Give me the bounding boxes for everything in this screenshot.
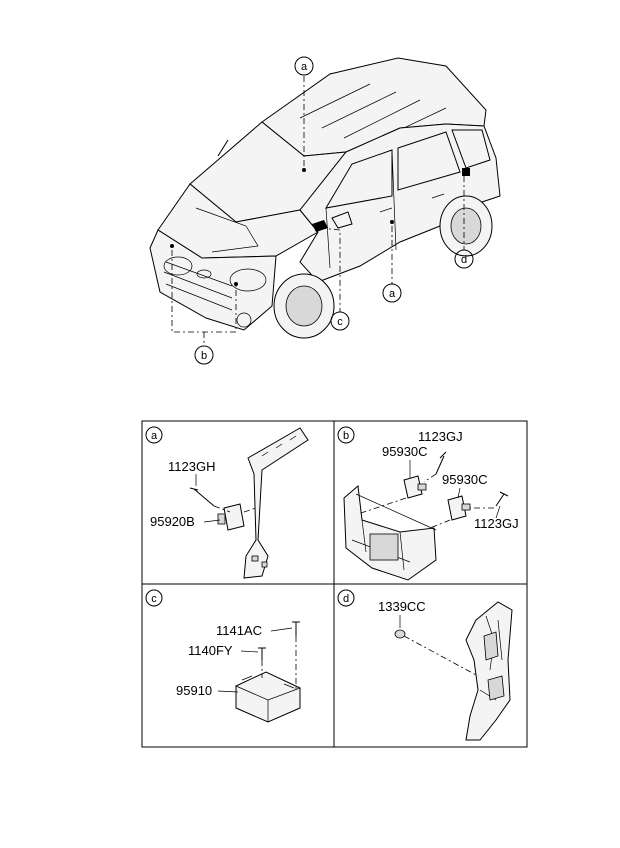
callout-a-side: a	[382, 283, 402, 303]
panel-d: d 1339CC	[337, 589, 513, 741]
part-label-1140FY: 1140FY	[188, 643, 233, 658]
callout-c: c	[330, 311, 350, 331]
part-label-1339CC: 1339CC	[378, 599, 426, 614]
detail-grid	[141, 420, 528, 748]
part-label-1123GJ-top: 1123GJ	[418, 429, 463, 444]
part-label-95910: 95910	[176, 683, 212, 698]
panel-a: a 1123GH 95920B	[145, 426, 309, 579]
svg-text:d: d	[461, 254, 467, 266]
panel-a-tag: a	[151, 430, 158, 442]
panel-c-tag: c	[151, 593, 157, 605]
callout-d: d	[454, 249, 474, 269]
svg-text:a: a	[389, 288, 396, 300]
part-label-1141AC: 1141AC	[216, 623, 262, 638]
svg-text:c: c	[337, 316, 343, 328]
part-label-1123GJ-bottom: 1123GJ	[474, 516, 519, 531]
callout-a-top: a	[294, 56, 314, 76]
svg-text:b: b	[201, 350, 207, 362]
part-label-95930C-right: 95930C	[442, 472, 488, 487]
part-label-95930C-left: 95930C	[382, 444, 428, 459]
callout-b: b	[194, 345, 214, 365]
panel-d-tag: d	[343, 593, 349, 605]
vehicle-illustration	[149, 57, 501, 339]
svg-text:a: a	[301, 61, 308, 73]
panel-b-tag: b	[343, 430, 349, 442]
panel-b: b 1123GJ 95930C 95930C 1123GJ	[337, 426, 519, 581]
part-label-95920B: 95920B	[150, 514, 195, 529]
vehicle-leader-lines	[171, 76, 465, 346]
panel-c: c 1141AC 1140FY 95910	[145, 589, 301, 723]
part-label-1123GH: 1123GH	[168, 459, 215, 474]
